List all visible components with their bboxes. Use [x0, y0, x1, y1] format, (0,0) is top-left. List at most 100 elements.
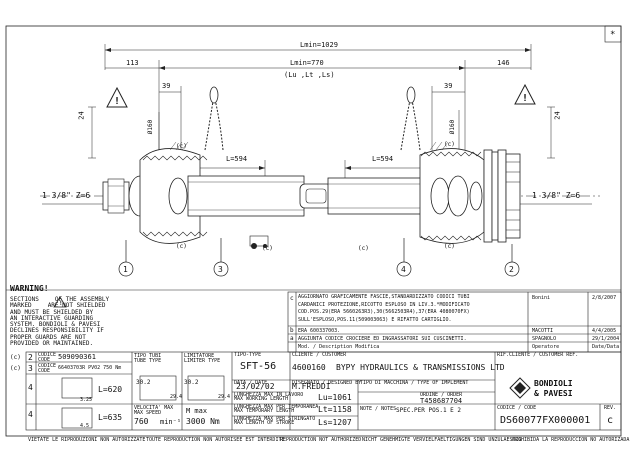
notes-label: NOTE / NOTES [360, 406, 397, 412]
row-number-4: 4 [28, 410, 33, 419]
rev-label: REV. [604, 405, 617, 411]
rev-a-description: AGGIUNTA CODICE CROCIERE ED INGRASSATORI… [298, 336, 467, 342]
warning-title: WARNING! [10, 284, 49, 293]
c-mark: (c) [176, 243, 187, 250]
rev-letter: a [290, 335, 294, 342]
tube-dim: 30.2 [136, 379, 151, 386]
footer-note: REPRODUCTION NOT AUTHORIZED [280, 437, 362, 443]
row-number: 4 [28, 383, 33, 392]
drawing-code-label: CODICE / CODE [497, 405, 537, 411]
shaft-profile-left: 1 3/8" Z=6 [42, 191, 91, 200]
torque-label: M max [186, 407, 208, 415]
svg-text:!: ! [59, 300, 63, 307]
dim-inner-sub: (Lu ,Lt ,Ls) [284, 71, 335, 79]
order-label: ORDINE / ORDER [420, 392, 463, 398]
footer-note: TOUTE REPRODUCTION NON AUTORISEE EST INT… [146, 437, 285, 443]
dim-diameter-left: Ø160 [147, 119, 155, 135]
speed-value: 760 [134, 417, 149, 426]
dim-left-offset: 39 [162, 82, 171, 90]
row-number: 3 [28, 364, 33, 373]
warning-triangle-left: ! [106, 86, 128, 108]
tube-dim: 29.4 [218, 394, 231, 400]
dim-clearance-left: 24 [77, 111, 86, 120]
code-label: CODICE CODE [38, 363, 57, 374]
rev-c-date: 2/8/2007 [592, 295, 617, 301]
code-row-3: 66403703R PV02 750 Nm [58, 365, 122, 371]
designer-value: M.FREDDI [292, 382, 331, 391]
date-label: DATA / DATE [234, 380, 268, 386]
rev-a-author: SPAGNOLO [532, 336, 557, 342]
c-mark: (c) [176, 143, 187, 150]
rev-b-date: 4/4/2005 [592, 328, 617, 334]
balloon-3: 3 [218, 265, 223, 274]
torque-value: 3000 Nm [186, 417, 220, 426]
company-logo [509, 377, 531, 399]
balloon-4: 4 [401, 265, 406, 274]
row3-length: L=620 [98, 385, 123, 394]
rev-c-author: Bonini [532, 295, 551, 301]
rev-letter: c [290, 295, 294, 302]
ls-label: LUNGHEZZA MAX PER STRINGATO MAX LENGTH O… [234, 416, 316, 426]
lt-label: LUNGHEZZA MAX PER TEMPORANEA MAX TEMPORA… [234, 404, 319, 414]
lt-value: Lt=1158 [318, 405, 352, 414]
warning-line: SYSTEM. BONDIOLI & PAVESI [10, 321, 101, 329]
row4-length: L=635 [98, 413, 123, 422]
customer-ref-label: RIF.CLIENTE / CUSTOMER REF. [497, 352, 579, 358]
tube-dim: 4.5 [80, 423, 90, 429]
dim-overlap-left: L=594 [226, 155, 248, 163]
shaft-profile-right: 1 3/8" Z=6 [532, 191, 581, 200]
lu-value: Lu=1061 [318, 393, 352, 402]
rev-value: c [607, 415, 614, 426]
warning-line: AN INTERACTIVE GUARDING [10, 314, 94, 322]
client-name: BYPY HYDRAULICS & TRANSMISSIONS LTD [336, 363, 505, 372]
dim-left-end: 113 [126, 59, 139, 67]
warning-line: DECLINES RESPONSIBILITY IF [10, 327, 104, 335]
balloon-2: 2 [509, 265, 514, 274]
c-mark: (c) [444, 243, 455, 250]
left-c-label: (c) [10, 354, 21, 361]
limiter-label: LIMITATORE LIMITER TYPE [184, 353, 221, 364]
warning-line: PROVIDED OR MAINTAINED. [10, 340, 94, 348]
tube-dim: 29.4 [170, 394, 183, 400]
rev-a-date: 29/1/2004 [592, 336, 620, 342]
notes-value: SPEC.PER POS.1 E 2 [396, 407, 462, 414]
drawing-code: DS60077FX000001 [500, 415, 591, 426]
warning-line: AND MUST BE SHIELDED BY [10, 308, 94, 316]
speed-label: VELOCITA' MAX MAX SPEED [134, 405, 174, 416]
rev-header-operator: Operatore [532, 344, 560, 350]
left-c-label: (c) [10, 365, 21, 372]
svg-text:!: ! [114, 96, 120, 107]
shaft-assembly [102, 86, 521, 249]
dim-overall: Lmin=1029 [300, 41, 338, 49]
svg-text:!: ! [522, 93, 528, 104]
type-value: SFT-56 [240, 361, 277, 372]
footer-note: PROHIBIDA LA REPRODUCCION NO AUTORIZADA [512, 437, 630, 443]
client-label: CLIENTE / CUSTOMER [292, 352, 347, 358]
dim-right-end: 146 [497, 59, 510, 67]
tube-type-label: TIPO TUBI TUBE TYPE [134, 353, 162, 364]
row-number: 2 [28, 353, 33, 362]
tube-dim: 3.25 [80, 397, 93, 403]
ls-value: Ls=1207 [318, 418, 352, 427]
footer-note: VIETATE LE RIPRODUZIONI NON AUTORIZZATE [28, 437, 146, 443]
warning-triangle-right: ! [514, 83, 536, 105]
footer-note: NICHT GENEHMIGTE VERVIELFAELTIGUNGEN SIN… [362, 437, 522, 443]
dim-overlap-right: L=594 [372, 155, 394, 163]
company-name: BONDIOLI [534, 379, 573, 388]
tube-dim: 30.2 [184, 379, 199, 386]
designer-label: DISEGNATO / DESIGNED BY [292, 380, 362, 386]
client-code: 4600160 [292, 363, 326, 372]
sheet-border [5, 25, 622, 437]
corner-mark: * [610, 30, 615, 40]
warning-line: PROPER GUARDS ARE NOT [10, 333, 86, 341]
rev-letter: b [290, 327, 294, 334]
warning-inline-icon [53, 296, 67, 308]
code-label: CODICE CODE [38, 352, 57, 363]
dim-inner: Lmin=770 [290, 59, 324, 67]
tractor-icon [249, 235, 269, 247]
corner-box [604, 25, 622, 43]
title-block-grid [25, 291, 622, 431]
speed-unit: min⁻¹ [160, 418, 182, 426]
